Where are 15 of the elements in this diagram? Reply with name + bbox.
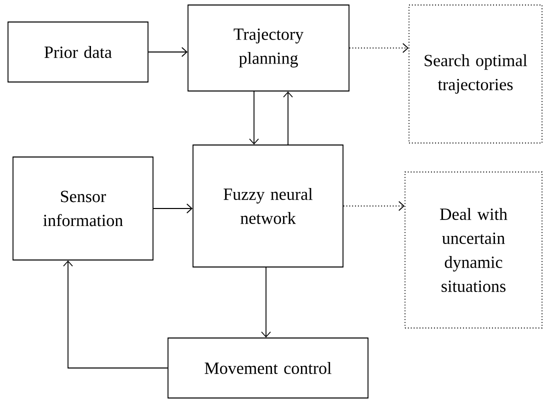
process-box: Prior data [8,22,148,82]
arrow [349,43,409,53]
process-box: Sensor information [12,156,154,260]
note-box: Deal with uncertain dynamic situations [404,172,542,328]
arrow [249,91,259,145]
arrow [148,47,188,57]
arrow [261,267,271,338]
process-box: Movement control [168,338,368,398]
process-box: Fuzzy neural network [192,144,344,268]
note-box: Search optimal trajectories [408,4,542,144]
arrow [283,91,293,145]
arrow [153,204,193,214]
arrow [343,201,405,211]
process-box: Trajectory planning [188,4,350,92]
arrow [63,260,168,368]
